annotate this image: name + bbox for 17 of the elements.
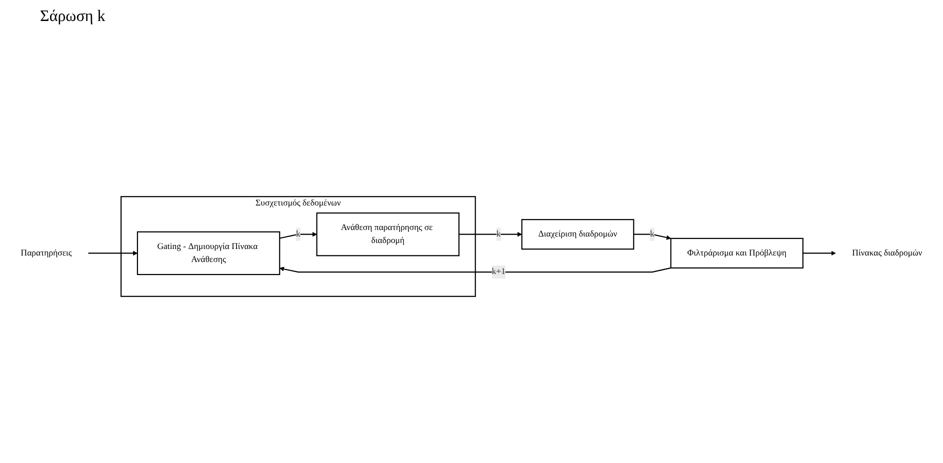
node-text: Πίνακας διαδρομών — [852, 248, 922, 258]
arrow — [88, 250, 138, 256]
arrow — [458, 232, 522, 237]
node-box: Φιλτράρισμα και Πρόβλεψη — [670, 238, 804, 268]
edge-label: k+1 — [492, 267, 506, 276]
node-box: Gating - Δημιουργία Πίνακα Ανάθεσης — [136, 231, 280, 276]
arrow — [634, 234, 672, 240]
edge-label: k — [650, 229, 654, 239]
arrow — [802, 250, 836, 256]
edge-label: k — [496, 229, 501, 239]
note-text: Σάρωση k — [40, 8, 106, 25]
arrow — [279, 266, 671, 273]
arrow — [280, 232, 318, 239]
edge-label: k — [296, 229, 300, 239]
node-box: Ανάθεση παρατήρησης σε διαδρομή — [316, 212, 460, 256]
node-box: Διαχείριση διαδρομών — [521, 219, 634, 250]
node-text: Παρατηρήσεις — [20, 248, 72, 258]
